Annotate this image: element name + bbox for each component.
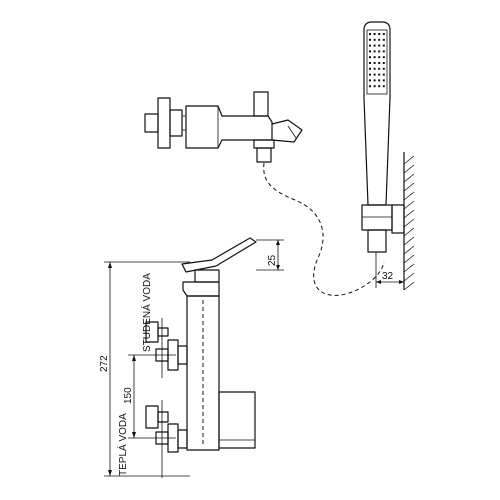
front-cartridge — [182, 281, 220, 297]
dim-total-height-label: 272 — [99, 355, 110, 372]
top-spout — [271, 119, 303, 143]
cold-inlet-thread — [157, 327, 169, 337]
wall-hatch-line — [403, 164, 415, 174]
cold-water-label: STUDENÁ VODA — [140, 273, 153, 352]
shower-hose — [263, 162, 385, 296]
shower-nozzle — [373, 79, 376, 82]
shower-nozzle — [378, 67, 381, 70]
dim-spout-offset: 25 — [256, 239, 284, 271]
shower-nozzle — [378, 56, 381, 59]
wall-hatching — [403, 155, 415, 291]
shower-handle — [363, 21, 391, 206]
shower-nozzle — [378, 73, 381, 76]
shower-nozzle — [373, 62, 376, 64]
shower-nozzle — [382, 73, 385, 76]
shower-nozzle — [369, 38, 371, 41]
front-cartridge-cap — [194, 269, 220, 283]
shower-nozzle — [373, 56, 376, 59]
front-view-mixer — [145, 237, 257, 453]
top-view-mixer — [144, 91, 303, 163]
top-hose-outlet — [256, 147, 272, 163]
shower-nozzle — [369, 44, 371, 47]
shower-nozzle — [378, 33, 381, 35]
shower-nozzle — [369, 62, 371, 64]
shower-nozzle — [382, 79, 385, 82]
shower-nozzle — [369, 85, 371, 88]
shower-nozzle — [382, 38, 385, 41]
wall-hatch-line — [403, 218, 415, 228]
wall-hatch-line — [403, 245, 415, 255]
shower-nozzle — [378, 50, 381, 53]
shower-nozzle-grid — [369, 33, 385, 88]
shower-nozzle — [373, 50, 376, 53]
shower-holder — [361, 204, 405, 253]
shower-nozzle — [382, 50, 385, 53]
wall-hatch-line — [403, 191, 415, 201]
shower-nozzle — [369, 50, 371, 53]
shower-head-face — [366, 29, 388, 95]
dim-spout-offset-label: 25 — [267, 254, 278, 266]
shower-nozzle — [378, 79, 381, 82]
shower-nozzle — [382, 67, 385, 70]
wall-hatch-line — [403, 272, 415, 282]
shower-nozzle — [373, 67, 376, 70]
wall-hatch-line — [403, 182, 415, 192]
shower-nozzle — [382, 62, 385, 64]
wall-hatch-line — [403, 209, 415, 219]
shower-nozzle — [373, 44, 376, 47]
holder-bracket — [361, 204, 393, 231]
wall-hatch-line — [403, 263, 415, 273]
holder-hose-nut — [367, 229, 387, 253]
shower-nozzle — [369, 79, 371, 82]
shower-nozzle — [369, 67, 371, 70]
hand-shower — [363, 21, 391, 206]
dim-inlet-spacing: 150 — [123, 354, 176, 439]
wall-hatch-line — [403, 236, 415, 246]
top-eccentric — [144, 113, 159, 133]
shower-nozzle — [382, 85, 385, 88]
wall-hatch-line — [403, 173, 415, 183]
dim-holder-offset-label: 32 — [382, 271, 394, 282]
top-nut — [169, 109, 183, 137]
wall-hatch-line — [403, 254, 415, 264]
wall-hatch-line — [403, 281, 415, 291]
shower-nozzle — [378, 38, 381, 41]
top-diverter — [253, 139, 275, 149]
hot-inlet-thread — [157, 411, 169, 423]
shower-nozzle — [382, 33, 385, 35]
shower-nozzle — [378, 85, 381, 88]
top-body — [185, 105, 273, 149]
wall-hatch-line — [403, 155, 415, 165]
shower-nozzle — [369, 33, 371, 35]
dim-inlet-spacing-label: 150 — [123, 387, 134, 404]
shower-nozzle — [378, 62, 381, 64]
top-flange — [157, 97, 171, 149]
hot-inlet-eccentric — [145, 405, 159, 429]
hot-inlet-union — [177, 429, 188, 449]
shower-nozzle — [382, 56, 385, 59]
shower-nozzle — [382, 44, 385, 47]
wall — [403, 152, 415, 291]
hot-water-label: TEPLÁ VODA — [116, 413, 129, 476]
hot-inlet — [145, 405, 188, 453]
top-lever — [253, 91, 269, 117]
shower-nozzle — [373, 85, 376, 88]
shower-nozzle — [378, 44, 381, 47]
holder-wall-plate — [391, 204, 405, 234]
cold-inlet-union — [177, 345, 188, 365]
wall-hatch-line — [403, 227, 415, 237]
front-spout — [218, 391, 256, 449]
shower-nozzle — [373, 33, 376, 35]
shower-nozzle — [369, 56, 371, 59]
dim-holder-offset: 32 — [375, 252, 404, 288]
shower-nozzle — [373, 38, 376, 41]
front-lever — [181, 237, 257, 273]
wall-hatch-line — [403, 200, 415, 210]
dim-total-height: 272 — [99, 261, 190, 477]
shower-nozzle — [369, 73, 371, 76]
shower-nozzle — [373, 73, 376, 76]
